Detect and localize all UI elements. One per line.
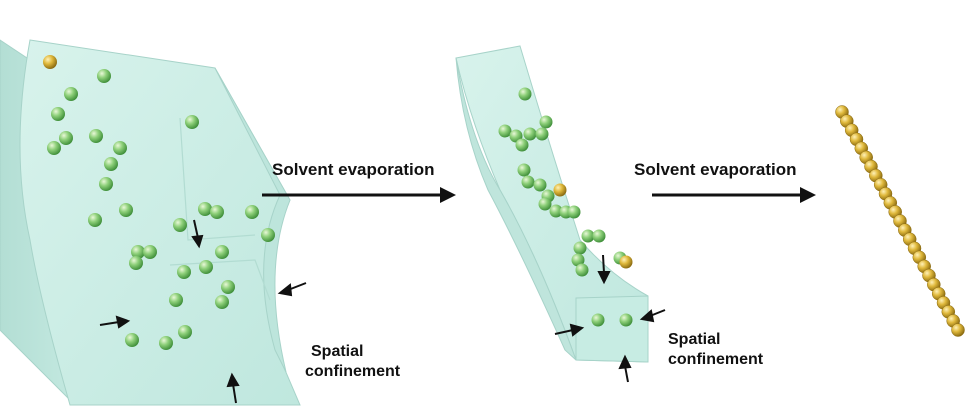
particle <box>173 218 187 232</box>
particle <box>177 265 191 279</box>
particle <box>113 141 127 155</box>
particle <box>533 178 547 192</box>
arrows-narrow-block <box>554 254 666 383</box>
particle <box>535 127 549 141</box>
step-label-2: Solvent evaporation <box>634 160 797 179</box>
particle <box>261 228 275 242</box>
particle <box>97 69 111 83</box>
process-arrow-2 <box>652 187 816 203</box>
particle <box>518 87 532 101</box>
particle <box>88 213 102 227</box>
particle <box>59 131 73 145</box>
particles-narrow-block <box>498 87 633 327</box>
particle <box>538 197 552 211</box>
arrow-head <box>639 309 655 323</box>
particle <box>104 157 118 171</box>
particle <box>185 115 199 129</box>
particle-gold <box>619 255 633 269</box>
particle <box>89 129 103 143</box>
particle <box>517 163 531 177</box>
confinement-label-2-line1: Spatial <box>668 331 721 348</box>
particle-gold <box>553 183 567 197</box>
particle <box>169 293 183 307</box>
particle <box>51 107 65 121</box>
particle <box>47 141 61 155</box>
particle <box>159 336 173 350</box>
confinement-label-2: Spatial confinement <box>668 330 763 370</box>
particle <box>210 205 224 219</box>
particle <box>523 127 537 141</box>
particle <box>119 203 133 217</box>
confinement-label-1-line1: Spatial <box>311 343 364 360</box>
block-narrow-left-face <box>455 57 577 361</box>
particle <box>592 229 606 243</box>
step-label-1: Solvent evaporation <box>272 160 435 179</box>
arrow-head <box>569 323 585 337</box>
confinement-label-2-line2: confinement <box>668 351 764 368</box>
particle-gold <box>43 55 57 69</box>
block-large <box>0 39 301 406</box>
particle <box>178 325 192 339</box>
particle <box>619 313 633 327</box>
arrow-head <box>618 354 632 370</box>
particle <box>245 205 259 219</box>
particle <box>567 205 581 219</box>
particle <box>131 245 145 259</box>
arrow-right <box>99 321 120 326</box>
particle <box>221 280 235 294</box>
particle <box>581 229 595 243</box>
confinement-label-1: Spatial confinement <box>305 342 400 382</box>
particle <box>498 124 512 138</box>
block-large-edge-line <box>179 117 256 241</box>
particle <box>215 295 229 309</box>
arrow-right <box>554 329 574 335</box>
arrow-down <box>602 254 605 274</box>
particles-large-block <box>43 55 275 350</box>
particle <box>198 202 212 216</box>
arrows-large-block <box>99 219 307 404</box>
particle <box>125 333 139 347</box>
arrow-head <box>115 315 131 329</box>
block-narrow <box>455 45 649 363</box>
particle <box>571 253 585 267</box>
arrow-head <box>277 283 293 297</box>
particle <box>573 241 587 255</box>
particle <box>539 115 553 129</box>
arrow-up <box>624 365 629 383</box>
particle <box>199 260 213 274</box>
arrow-head <box>597 271 611 285</box>
confinement-label-1-line2: confinement <box>305 363 401 380</box>
particle <box>143 245 157 259</box>
particle <box>591 313 605 327</box>
particle <box>64 87 78 101</box>
particle <box>575 263 589 277</box>
particle <box>549 204 563 218</box>
arrow-up <box>232 383 237 404</box>
block-large-edge-line <box>169 259 271 301</box>
arrow-head <box>191 234 204 249</box>
particle <box>129 256 143 270</box>
particle <box>215 245 229 259</box>
nanoparticle-chain <box>835 105 965 337</box>
chain-particle <box>951 323 965 337</box>
particle <box>521 175 535 189</box>
block-narrow-front-face <box>575 295 649 363</box>
process-arrow-1 <box>262 187 456 203</box>
particle <box>515 138 529 152</box>
arrow-down <box>193 219 199 239</box>
arrow-head <box>226 372 240 388</box>
particle <box>99 177 113 191</box>
block-large-top-face <box>19 39 301 406</box>
